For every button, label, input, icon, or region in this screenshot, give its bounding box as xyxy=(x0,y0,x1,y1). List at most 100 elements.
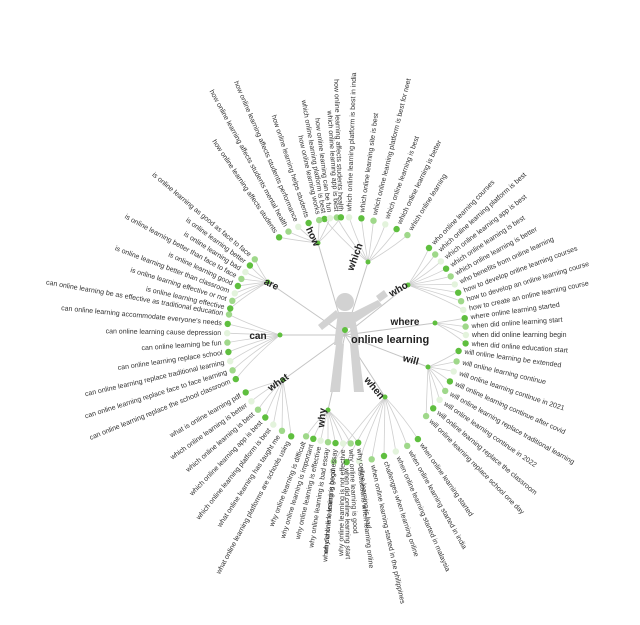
leaf-dot xyxy=(288,433,295,440)
leaf-dot xyxy=(302,433,310,440)
leaf-edge xyxy=(434,317,465,324)
leaf-edge xyxy=(427,361,457,368)
leaf-dot xyxy=(310,435,317,442)
leaf-dot xyxy=(305,219,312,227)
branch-dot-when xyxy=(382,394,388,400)
center-label: online learning xyxy=(351,334,429,346)
leaf-dot xyxy=(316,216,323,224)
branch-trunk-are xyxy=(267,281,346,336)
leaf-dot xyxy=(324,439,332,446)
leaf-label[interactable]: can online learning cause depression xyxy=(106,328,222,337)
leaf-edge xyxy=(324,218,369,263)
leaf-edge xyxy=(235,334,281,380)
leaf-dot xyxy=(224,320,231,328)
leaf-dot xyxy=(404,231,411,239)
leaf-dot xyxy=(460,306,467,314)
leaf-dot xyxy=(462,340,469,347)
branch-label-why[interactable]: why xyxy=(316,407,329,429)
leaf-dot xyxy=(225,348,232,356)
branch-label-where[interactable]: where xyxy=(390,317,420,328)
branch-dot-which xyxy=(365,259,371,265)
leaf-dot xyxy=(392,448,399,455)
branch-dot-why xyxy=(325,407,331,413)
leaf-edge xyxy=(367,234,408,263)
leaf-dot xyxy=(457,298,465,305)
leaf-edge xyxy=(358,396,386,462)
leaf-dot xyxy=(262,414,269,421)
leaf-dot xyxy=(437,258,445,265)
leaf-dot xyxy=(368,456,375,463)
leaf-edge xyxy=(367,224,386,263)
leaf-dot xyxy=(246,262,254,269)
leaf-dot xyxy=(254,406,262,413)
leaf-dot xyxy=(343,458,350,466)
leaf-label[interactable]: which online learning platform is best i… xyxy=(346,72,358,212)
leaf-dot xyxy=(234,282,242,290)
leaf-edge xyxy=(227,323,281,336)
leaf-dot xyxy=(462,331,470,339)
leaf-dot xyxy=(358,215,365,222)
branch-dot-who xyxy=(405,282,411,288)
center-node[interactable]: online learning xyxy=(342,327,429,346)
branch-dot-how xyxy=(315,240,321,246)
leaf-dot xyxy=(227,305,234,312)
leaf-dot xyxy=(455,289,462,296)
leaf-edge xyxy=(227,332,281,336)
leaf-dot xyxy=(414,435,422,443)
leaf-edge xyxy=(232,334,281,371)
leaf-dot xyxy=(393,225,400,233)
leaf-edge xyxy=(228,334,281,353)
branch-label-will[interactable]: will xyxy=(400,353,420,368)
leaf-edge xyxy=(367,228,397,263)
leaf-edge xyxy=(427,366,434,409)
center-figure xyxy=(318,290,388,392)
leaf-label[interactable]: how online learning affects students hea… xyxy=(332,79,344,211)
branch-dot-what xyxy=(280,377,286,383)
branch-label-can[interactable]: can xyxy=(249,331,266,342)
leaf-label[interactable]: when did online learning start xyxy=(343,467,351,559)
branch-label-what[interactable]: what xyxy=(265,372,291,395)
leaf-label[interactable]: when online learning started in the phil… xyxy=(369,463,406,604)
leaf-dot xyxy=(425,244,433,252)
leaf-edge xyxy=(229,281,269,309)
leaf-label[interactable]: why online learning is good xyxy=(347,448,358,534)
leaf-dot xyxy=(270,421,277,428)
leaf-edge xyxy=(272,379,284,425)
leaf-dot xyxy=(430,405,437,412)
leaf-edge xyxy=(384,396,419,440)
leaf-label[interactable]: can online learning be fun xyxy=(141,340,222,352)
leaf-dot xyxy=(317,437,324,444)
leaf-dot xyxy=(275,234,283,241)
leaf-dot xyxy=(242,389,249,396)
leaf-edge xyxy=(407,284,464,311)
leaf-edge xyxy=(407,261,442,286)
leaf-dot xyxy=(450,368,457,375)
leaf-label[interactable]: why online learning is not effective xyxy=(338,449,347,557)
leaf-dot xyxy=(227,358,234,365)
leaf-dot xyxy=(321,215,328,223)
leaf-dot xyxy=(248,398,255,405)
leaf-dot xyxy=(295,223,302,230)
branch-trunk-when xyxy=(344,334,386,398)
leaf-label[interactable]: when did online learning begin xyxy=(471,332,567,339)
leaf-edge xyxy=(264,379,284,418)
leaf-dot xyxy=(370,217,377,224)
leaf-dot xyxy=(285,228,292,235)
leaf-edge xyxy=(383,396,386,457)
leaf-dot xyxy=(326,215,334,222)
labels-layer: which online learning platform is bestwh… xyxy=(45,72,590,605)
leaf-edge xyxy=(427,366,440,400)
leaf-edge xyxy=(371,396,386,460)
leaf-edge xyxy=(333,396,386,462)
leaf-edge xyxy=(361,218,369,263)
leaf-edge xyxy=(228,314,281,336)
leaf-edge xyxy=(229,334,281,362)
leaf-dot xyxy=(455,347,462,355)
branch-label-when[interactable]: when xyxy=(361,374,387,401)
leaf-dot xyxy=(345,214,353,221)
leaf-dot xyxy=(330,458,338,465)
leaf-dot xyxy=(436,396,443,403)
leaf-dot xyxy=(451,281,458,288)
branch-label-are[interactable]: are xyxy=(262,277,281,294)
